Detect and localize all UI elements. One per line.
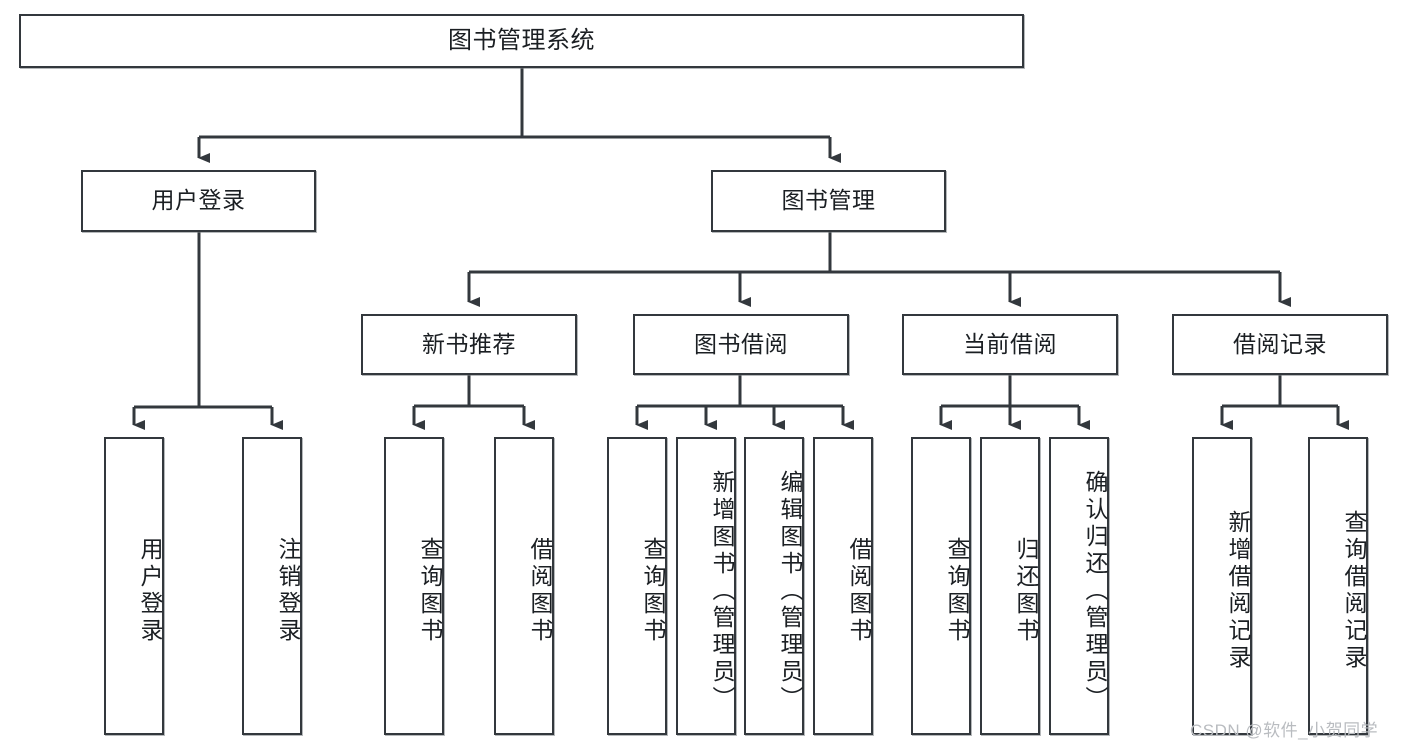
leaf-logout[interactable]: 注销登录: [242, 437, 302, 735]
node-new-book-recommend[interactable]: 新书推荐: [361, 314, 577, 375]
node-borrow-record[interactable]: 借阅记录: [1172, 314, 1388, 375]
leaf-confirm-return-admin[interactable]: 确认归还（管理员）: [1049, 437, 1109, 735]
leaf-query-book-recommend[interactable]: 查询图书: [384, 437, 444, 735]
leaf-add-borrow-record[interactable]: 新增借阅记录: [1192, 437, 1252, 735]
leaf-query-book-borrow[interactable]: 查询图书: [607, 437, 667, 735]
node-root[interactable]: 图书管理系统: [19, 14, 1024, 68]
node-current-borrow[interactable]: 当前借阅: [902, 314, 1118, 375]
leaf-return-book[interactable]: 归还图书: [980, 437, 1040, 735]
csdn-watermark: CSDN @软件_小贺同学: [1190, 721, 1379, 740]
leaf-borrow-book[interactable]: 借阅图书: [813, 437, 873, 735]
node-book-borrow[interactable]: 图书借阅: [633, 314, 849, 375]
leaf-add-book-admin[interactable]: 新增图书（管理员）: [676, 437, 736, 735]
leaf-query-borrow-record[interactable]: 查询借阅记录: [1308, 437, 1368, 735]
leaf-edit-book-admin[interactable]: 编辑图书（管理员）: [744, 437, 804, 735]
leaf-user-login[interactable]: 用户登录: [104, 437, 164, 735]
leaf-borrow-book-recommend[interactable]: 借阅图书: [494, 437, 554, 735]
node-user-login[interactable]: 用户登录: [81, 170, 316, 232]
node-book-management[interactable]: 图书管理: [711, 170, 946, 232]
leaf-query-book-current[interactable]: 查询图书: [911, 437, 971, 735]
